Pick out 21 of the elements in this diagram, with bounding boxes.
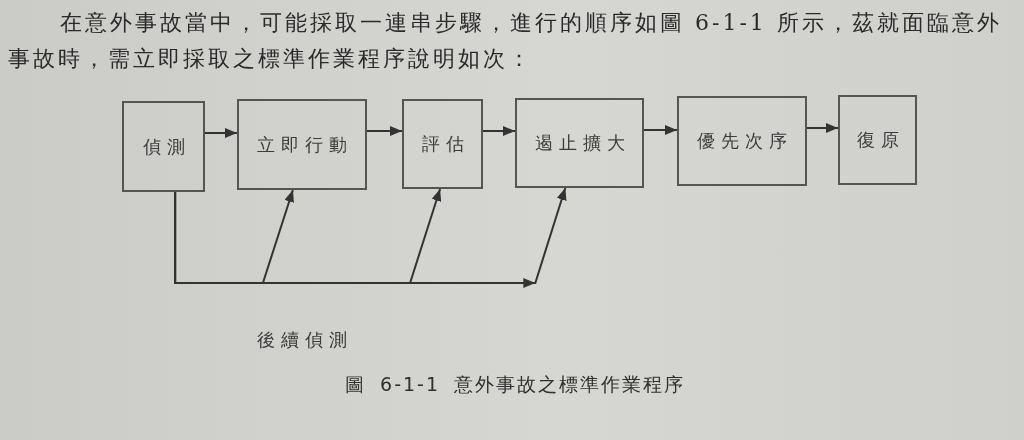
body-paragraph: 在意外事故當中，可能採取一連串步驟，進行的順序如圖 6-1-1 所示，茲就面臨意外事故時，需立即採取之標準作業程序說明如次： [8,9,1003,73]
process-box [677,96,807,186]
loop-label: 後續偵測 [257,328,353,352]
step-label: 立即行動 [256,132,353,157]
arrow [366,126,403,136]
step-label: 復原 [855,128,905,152]
process-box [122,101,205,192]
arrow [204,128,238,138]
arrow [643,125,678,135]
step-label: 優先次序 [696,129,793,153]
figure-caption: 圖 6-1-1 意外事故之標準作業程序 [345,372,686,397]
arrow [174,187,567,288]
arrow [482,126,516,136]
process-box [237,99,367,190]
step-label: 遏止擴大 [533,131,631,155]
process-box [402,99,483,189]
process-box [838,95,917,185]
process-box [515,98,644,188]
step-label: 偵測 [141,134,191,159]
step-label: 評估 [420,132,470,156]
arrow [806,123,839,133]
